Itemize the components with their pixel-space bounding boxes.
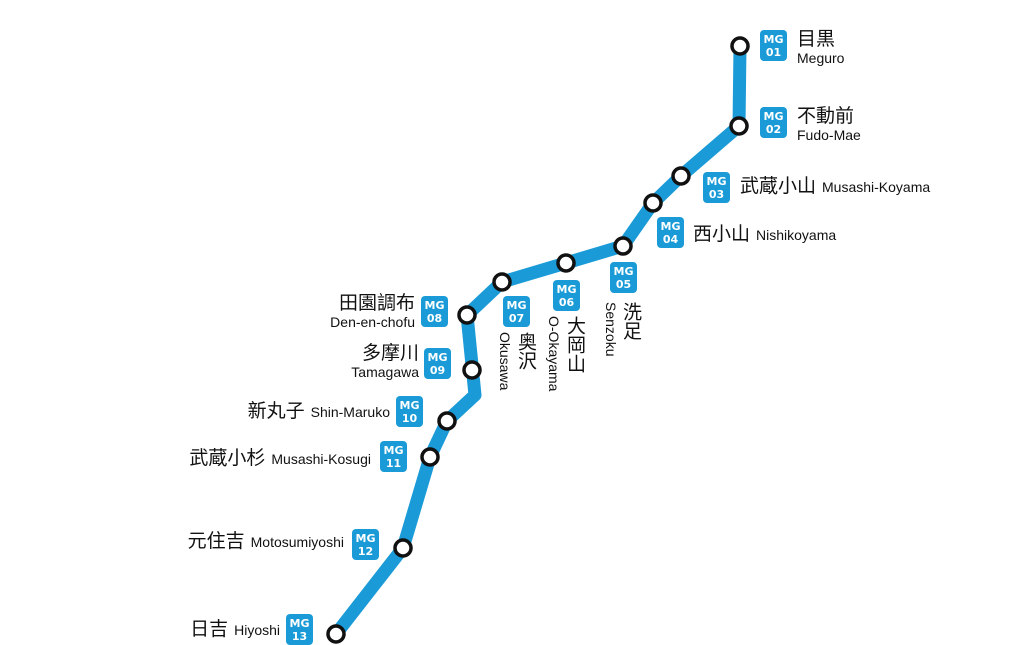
station-name-ja: 新丸子: [247, 400, 305, 422]
station-name-ja: 多摩川: [361, 342, 419, 364]
station-name-ja: 武蔵小杉: [189, 447, 266, 469]
station-name-en: Hiyoshi: [234, 622, 280, 638]
station-name-en: Musashi-Kosugi: [271, 451, 371, 467]
station-name-ja-o-okayama: 大岡山: [564, 316, 586, 373]
station-name-en-okusawa: Okusawa: [497, 332, 513, 391]
station-marker-mg11[interactable]: [420, 447, 440, 467]
station-name-en: Musashi-Koyama: [822, 179, 931, 195]
station-marker-mg08[interactable]: [457, 305, 477, 325]
station-name-en: Tamagawa: [351, 364, 419, 380]
station-marker-mg07[interactable]: [492, 272, 512, 292]
station-marker-mg01[interactable]: [730, 36, 750, 56]
station-marker-mg04[interactable]: [643, 193, 663, 213]
station-label-musashi-kosugi: 武蔵小杉 Musashi-Kosugi: [189, 447, 371, 469]
station-name-en: Fudo-Mae: [797, 127, 861, 143]
station-name-ja: 武蔵小山: [740, 175, 817, 197]
station-name-ja: 不動前: [797, 105, 855, 127]
station-marker-mg02[interactable]: [729, 116, 749, 136]
station-label-meguro: 目黒 Meguro: [797, 28, 844, 66]
station-name-ja: 日吉: [190, 618, 229, 640]
station-name-en: Den-en-chofu: [330, 314, 415, 330]
station-marker-mg13[interactable]: [326, 624, 346, 644]
station-name-ja: 西小山: [693, 223, 751, 245]
station-name-en: Nishikoyama: [756, 227, 837, 243]
station-marker-mg12[interactable]: [393, 538, 413, 558]
station-marker-mg10[interactable]: [437, 411, 457, 431]
station-label-tamagawa: 多摩川 Tamagawa: [351, 342, 419, 380]
station-marker-mg05[interactable]: [613, 236, 633, 256]
station-name-ja: 元住吉: [187, 530, 245, 552]
station-marker-mg09[interactable]: [462, 360, 482, 380]
station-name-en-senzoku: Senzoku: [603, 302, 619, 357]
station-name-ja: 田園調布: [338, 292, 415, 314]
station-label-musashi-koyama: 武蔵小山 Musashi-Koyama: [740, 175, 930, 197]
station-label-hiyoshi: 日吉 Hiyoshi: [190, 618, 280, 640]
station-name-en: Motosumiyoshi: [250, 534, 344, 550]
station-name-en-o-okayama: O-Okayama: [546, 316, 562, 392]
station-label-motosumiyoshi: 元住吉 Motosumiyoshi: [188, 530, 344, 552]
station-name-ja-okusawa: 奥沢: [515, 332, 537, 370]
station-name-ja-senzoku: 洗足: [620, 302, 642, 340]
station-label-nishikoyama: 西小山 Nishikoyama: [693, 223, 836, 245]
station-marker-mg03[interactable]: [671, 166, 691, 186]
station-name-en: Meguro: [797, 50, 845, 66]
station-marker-mg06[interactable]: [556, 253, 576, 273]
station-name-ja: 目黒: [797, 28, 836, 50]
station-label-fudo-mae: 不動前 Fudo-Mae: [797, 105, 861, 143]
station-name-en: Shin-Maruko: [310, 404, 390, 420]
station-label-shin-maruko: 新丸子 Shin-Maruko: [248, 400, 390, 422]
station-label-den-en-chofu: 田園調布 Den-en-chofu: [330, 292, 415, 330]
